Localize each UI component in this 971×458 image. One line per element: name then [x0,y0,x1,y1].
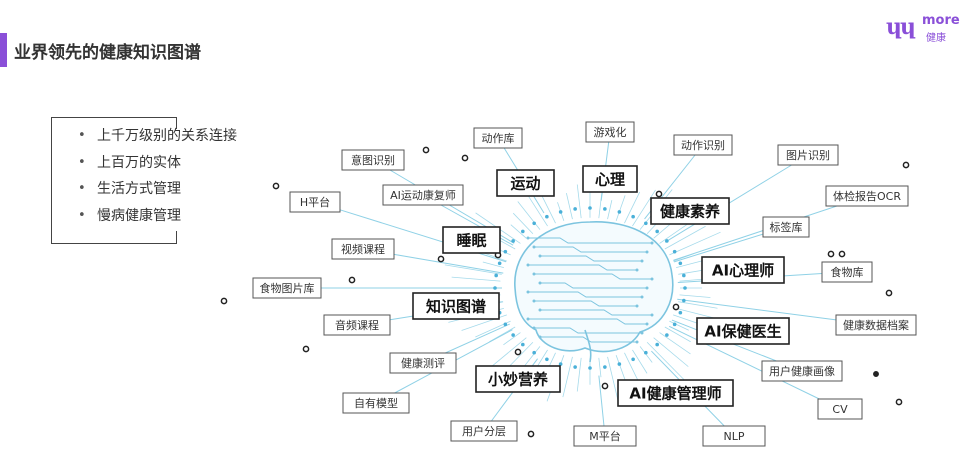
node-box [777,144,839,166]
node-box [825,185,909,207]
node-label: 动作识别 [681,139,725,152]
node-label: 用户健康画像 [769,364,835,378]
capability-box [701,256,785,284]
bullet-item: 上千万级别的关系连接 [76,126,237,153]
capability-label: AI保健医生 [704,323,781,341]
bullet-item: 上百万的实体 [76,153,237,180]
capability-label: 心理 [595,171,625,189]
node-box [585,121,635,143]
capability-box [442,226,501,254]
node-label: 健康数据档案 [843,318,909,332]
capability-label: AI健康管理师 [629,385,721,403]
node-label: 自有模型 [354,396,398,410]
node-label: 图片识别 [786,149,830,162]
capability-label: 小妙营养 [488,371,549,389]
node-label: 游戏化 [594,125,627,139]
brain-icon [514,221,674,363]
node-box [331,238,395,260]
bullet-item: 慢病健康管理 [76,206,237,233]
node-label: 标签库 [770,220,803,234]
node-box [450,420,518,442]
node-label: 视频课程 [341,242,385,256]
node-box [817,398,863,420]
capability-label: 健康素养 [660,203,721,221]
node-label: 食物图片库 [260,281,315,295]
title-accent-bar [0,33,7,67]
logo-brand-text: more [922,13,960,28]
capability-box [475,365,561,393]
node-label: 意图识别 [351,153,395,167]
node-box [702,425,766,447]
capability-box [496,169,555,197]
capability-box [696,317,790,345]
node-label: 动作库 [482,132,515,145]
node-label: M平台 [589,429,621,443]
node-box [473,127,523,149]
node-box [289,191,341,213]
bullet-bracket [51,117,177,244]
capability-label: 睡眠 [456,232,486,250]
capability-box [582,165,638,193]
node-box [573,425,637,447]
node-box [389,352,457,374]
node-box [252,277,322,299]
logo-mark: ɥɥ [886,14,916,40]
capability-box [650,197,730,225]
page-title: 业界领先的健康知识图谱 [14,43,201,63]
capability-label: 知识图谱 [426,298,486,316]
node-box [762,216,810,238]
node-label: AI运动康复师 [390,188,456,202]
capability-box [412,292,500,320]
bullet-list: 上千万级别的关系连接 上百万的实体 生活方式管理 慢病健康管理 [76,126,237,232]
node-label: 用户分层 [462,424,506,438]
node-box [341,149,405,171]
bullet-item: 生活方式管理 [76,179,237,206]
node-label: NLP [724,430,745,443]
node-box [382,184,464,206]
brand-logo: ɥɥ more 健康 [886,8,960,44]
capability-box [617,379,734,407]
node-box [821,261,873,283]
capability-label: 运动 [510,175,540,193]
node-label: 食物库 [831,265,864,279]
node-label: H平台 [300,195,330,209]
node-box [673,134,733,156]
logo-sub-text: 健康 [926,33,946,44]
node-box [342,392,410,414]
node-label: 体检报告OCR [833,189,901,203]
node-box [835,314,917,336]
node-box [761,360,843,382]
node-label: CV [832,403,848,416]
capability-label: AI心理师 [712,262,774,280]
node-label: 健康测评 [401,356,445,370]
node-box [323,314,391,336]
node-label: 音频课程 [335,318,379,332]
